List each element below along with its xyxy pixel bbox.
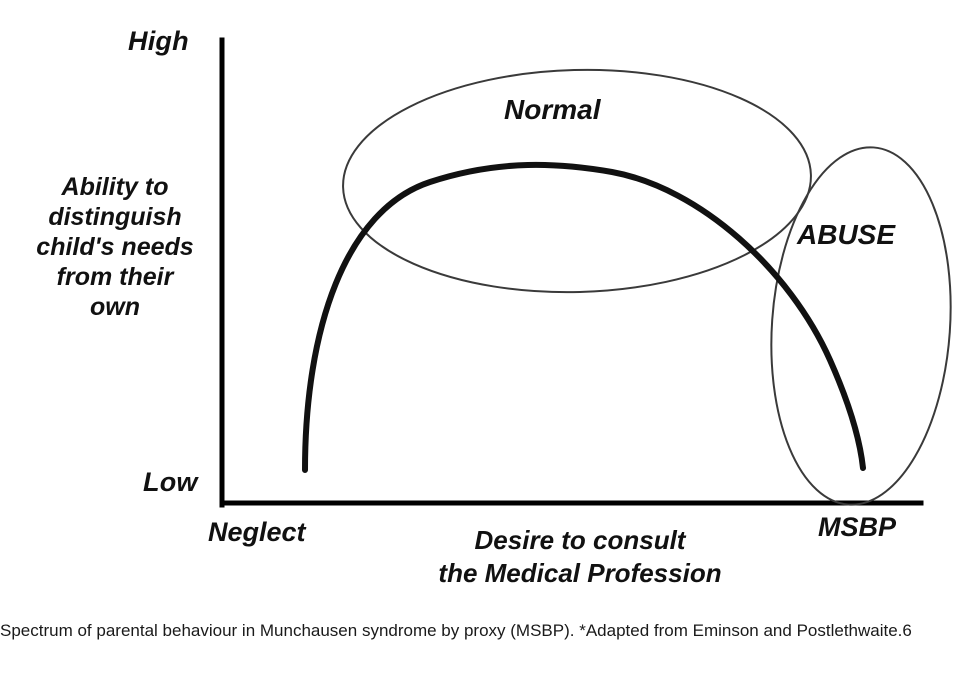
y-axis-title: Ability to distinguish child's needs fro…: [36, 173, 194, 321]
y-axis-high-label: High: [128, 26, 189, 56]
normal-region-ellipse: [342, 68, 812, 294]
spectrum-curve: [302, 161, 866, 473]
figure-diagram: High Low Ability to distinguish child's …: [36, 26, 952, 588]
x-axis-title: Desire to consult the Medical Profession: [438, 525, 722, 588]
x-axis-neglect-label: Neglect: [208, 517, 306, 547]
normal-region-label: Normal: [504, 94, 601, 125]
y-axis-low-label: Low: [143, 467, 198, 497]
spectrum-diagram-graphic: [219, 37, 952, 508]
abuse-region-label: ABUSE: [797, 219, 896, 250]
x-axis-msbp-label: MSBP: [818, 512, 897, 542]
abuse-region-ellipse: [770, 146, 952, 506]
figure-caption: Spectrum of parental behaviour in Muncha…: [0, 621, 912, 640]
